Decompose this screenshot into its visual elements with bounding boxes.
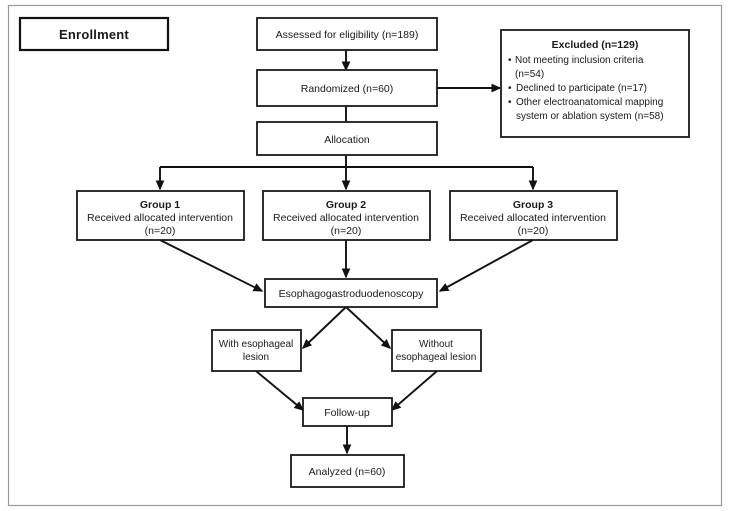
connector-egd-to-with-lesion: [301, 306, 347, 349]
connector-egd-to-without-lesion: [345, 306, 392, 349]
group2-box[interactable]: [262, 190, 431, 241]
group2-title: Group 2: [326, 199, 366, 211]
allocation-label: Allocation: [324, 134, 370, 146]
group1-title: Group 1: [140, 199, 180, 211]
assessed-box[interactable]: [256, 17, 438, 51]
enrollment-box[interactable]: [18, 16, 170, 52]
egd-label: Esophagogastroduodenoscopy: [279, 288, 425, 300]
allocation-box[interactable]: [256, 121, 438, 156]
followup-label: Follow-up: [324, 407, 370, 419]
with-lesion-line2: lesion: [243, 352, 269, 363]
assessed-label: Assessed for eligibility (n=189): [276, 29, 419, 41]
excluded-bullet-marker-3: •: [508, 97, 512, 108]
connector-without-lesion-to-followup: [390, 370, 438, 411]
excluded-bullet-4: system or ablation system (n=58): [516, 111, 664, 122]
group2-line3: (n=20): [331, 225, 362, 237]
egd-box[interactable]: [264, 278, 438, 308]
group1-box[interactable]: [76, 190, 245, 241]
excluded-bullet-1: (n=54): [515, 69, 544, 80]
without-lesion-line1: Without: [419, 339, 453, 350]
group3-box[interactable]: [449, 190, 618, 241]
randomized-label: Randomized (n=60): [301, 83, 394, 95]
analyzed-label: Analyzed (n=60): [309, 466, 386, 478]
without-lesion-box[interactable]: [391, 329, 482, 372]
randomized-box[interactable]: [256, 69, 438, 107]
excluded-box[interactable]: [500, 29, 690, 138]
without-lesion-line2: esophageal lesion: [396, 352, 477, 363]
followup-box[interactable]: [302, 397, 393, 427]
group3-line2: Received allocated intervention: [460, 212, 606, 224]
excluded-bullet-marker-0: •: [508, 55, 512, 66]
excluded-bullet-0: Not meeting inclusion criteria: [515, 55, 644, 66]
group1-line3: (n=20): [145, 225, 176, 237]
with-lesion-box[interactable]: [211, 329, 302, 372]
outer-frame: [7, 4, 723, 507]
excluded-bullet-3: Other electroanatomical mapping: [516, 97, 663, 108]
excluded-bullet-2: Declined to participate (n=17): [516, 83, 647, 94]
connector-group3-to-egd: [438, 239, 534, 292]
group3-line3: (n=20): [518, 225, 549, 237]
with-lesion-line1: With esophageal: [219, 339, 294, 350]
group2-line2: Received allocated intervention: [273, 212, 419, 224]
excluded-heading: Excluded (n=129): [552, 39, 639, 51]
group3-title: Group 3: [513, 199, 553, 211]
excluded-bullet-marker-2: •: [508, 83, 512, 94]
group1-line2: Received allocated intervention: [87, 212, 233, 224]
connector-with-lesion-to-followup: [255, 370, 305, 411]
enrollment-label: Enrollment: [59, 27, 129, 42]
connector-group1-to-egd: [159, 239, 264, 292]
analyzed-box[interactable]: [290, 454, 405, 488]
